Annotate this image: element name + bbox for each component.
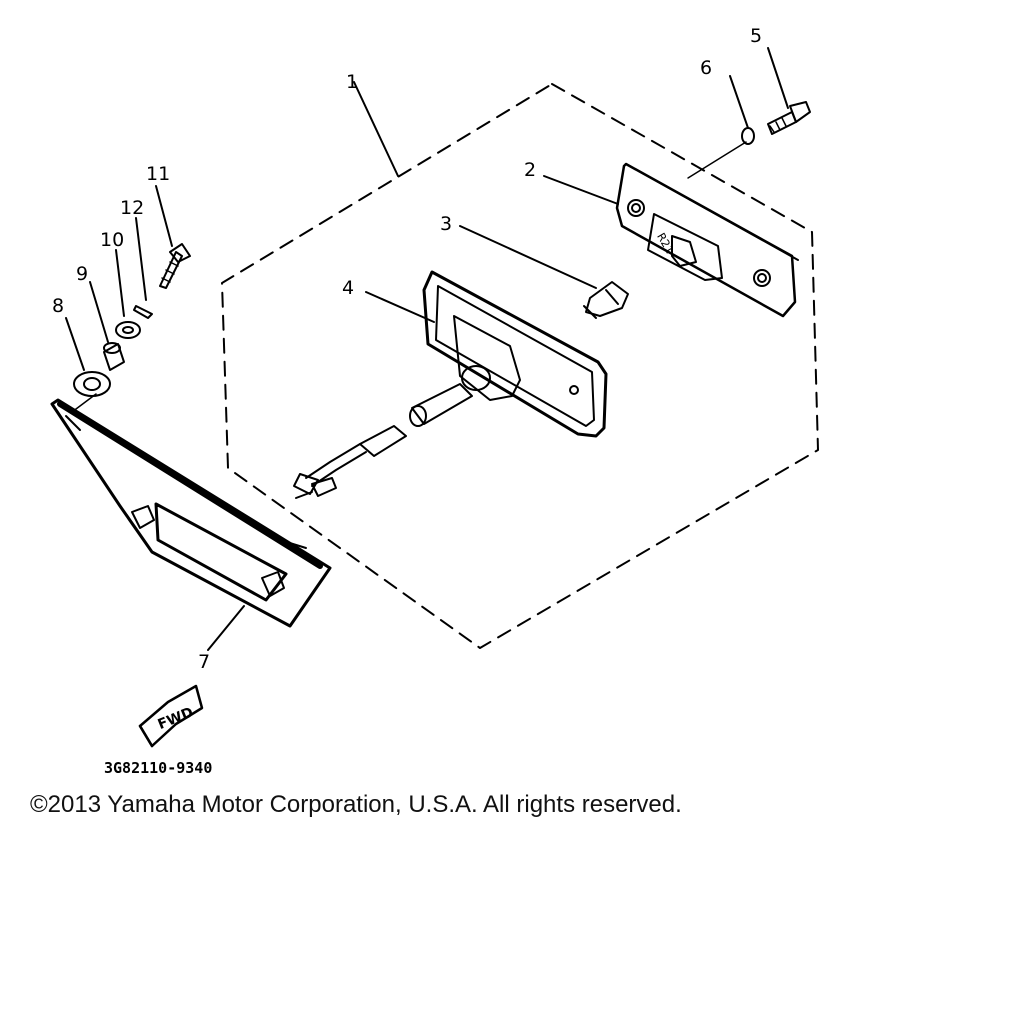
- callout-2: 2: [524, 159, 536, 181]
- callout-5: 5: [750, 25, 762, 47]
- callout-1: 1: [346, 71, 358, 93]
- part-2-lamp-base: R21: [615, 162, 799, 318]
- callout-11: 11: [146, 163, 170, 185]
- part-number: 3G82110-9340: [104, 759, 212, 777]
- forward-arrow-icon: FWD: [138, 684, 204, 748]
- callout-7: 7: [198, 651, 210, 673]
- part-6-washer: [741, 127, 755, 145]
- callout-10: 10: [100, 229, 124, 251]
- leader-lines: [65, 47, 789, 651]
- socket-wiring: [293, 383, 473, 499]
- part-5-screw: [767, 101, 811, 135]
- callout-9: 9: [76, 263, 88, 285]
- part-8-grommet: [73, 371, 111, 397]
- callout-4: 4: [342, 277, 354, 299]
- part-12-spring-washer: [133, 305, 153, 319]
- assembly-boundary: [221, 83, 819, 649]
- part-11-bolt: [159, 243, 191, 289]
- part-9-collar: [103, 342, 125, 371]
- callout-6: 6: [700, 57, 712, 79]
- copyright-notice: ©2013 Yamaha Motor Corporation, U.S.A. A…: [30, 791, 682, 818]
- part-4-lens: [422, 270, 608, 438]
- callout-8: 8: [52, 295, 64, 317]
- callout-3: 3: [440, 213, 452, 235]
- callout-12: 12: [120, 197, 144, 219]
- part-7-bracket: [50, 398, 332, 628]
- part-10-washer: [115, 321, 141, 339]
- part-3-bulb: [583, 281, 629, 319]
